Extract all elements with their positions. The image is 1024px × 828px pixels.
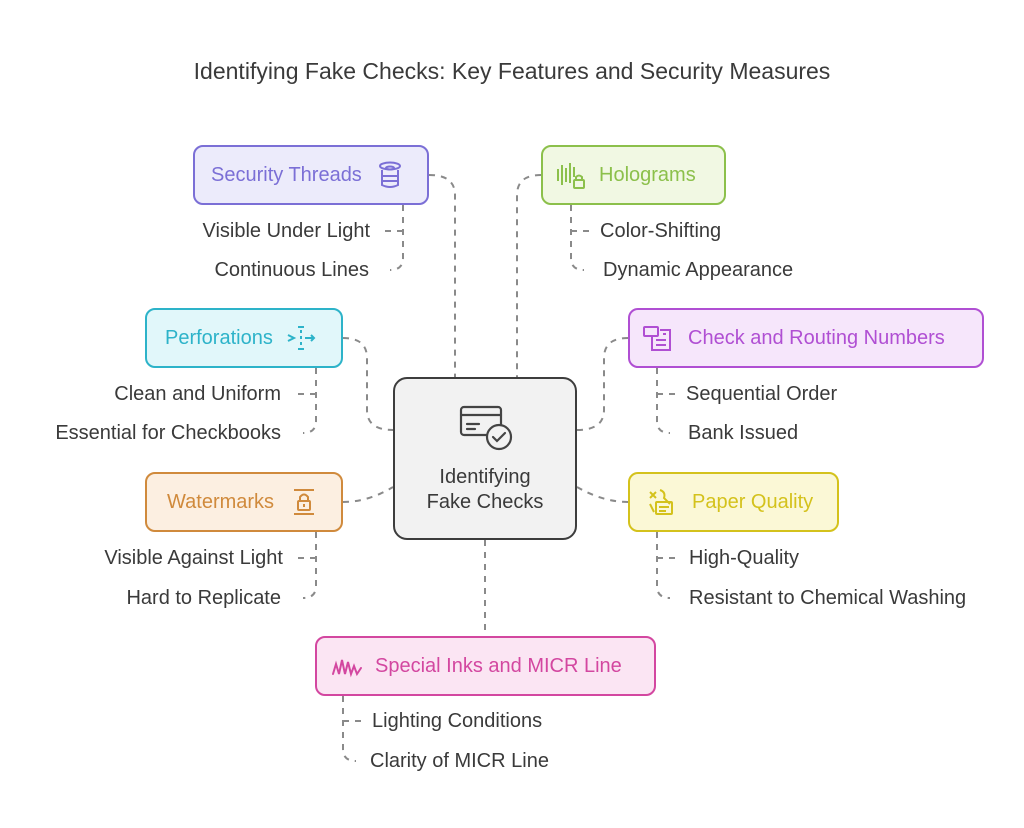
check-routing-item-2: Bank Issued xyxy=(688,422,799,444)
branch-holograms xyxy=(570,205,589,271)
holograms-item-1: Color-Shifting xyxy=(600,220,722,242)
branch-security-threads xyxy=(385,205,404,271)
holograms-item-2: Dynamic Appearance xyxy=(603,259,794,281)
watermarks-item-1: Visible Against Light xyxy=(104,547,283,569)
node-label: Holograms xyxy=(599,163,696,186)
node-check-routing-numbers: Check and Routing Numbers xyxy=(628,308,984,368)
diagram-title: Identifying Fake Checks: Key Features an… xyxy=(193,58,831,84)
special-inks-item-1: Lighting Conditions xyxy=(372,710,543,732)
central-label-line1: Identifying xyxy=(439,466,531,488)
security-threads-item-1: Visible Under Light xyxy=(202,220,370,242)
node-perforations: Perforations xyxy=(145,308,343,368)
node-label: Watermarks xyxy=(167,490,275,513)
connector-watermarks xyxy=(342,486,394,503)
connector-security-threads xyxy=(428,174,456,377)
central-label-line2: Fake Checks xyxy=(426,491,544,513)
node-label: Security Threads xyxy=(211,163,362,186)
node-watermarks: Watermarks xyxy=(145,472,343,532)
document-number-icon xyxy=(643,326,671,351)
connector-check-routing xyxy=(576,337,629,431)
node-label: Check and Routing Numbers xyxy=(688,326,945,349)
node-holograms: Holograms xyxy=(541,145,726,205)
perforations-item-1: Clean and Uniform xyxy=(114,383,281,405)
security-threads-item-2: Continuous Lines xyxy=(214,259,369,281)
paper-quality-item-2: Resistant to Chemical Washing xyxy=(689,587,967,609)
node-label: Perforations xyxy=(165,326,273,349)
branch-special-inks xyxy=(342,696,361,762)
hologram-lock-icon xyxy=(557,163,585,189)
branch-paper-quality xyxy=(656,532,675,599)
perforations-item-2: Essential for Checkbooks xyxy=(55,422,281,444)
watermarks-item-2: Hard to Replicate xyxy=(126,587,281,609)
special-inks-item-2: Clarity of MICR Line xyxy=(370,750,549,772)
central-node: Identifying Fake Checks xyxy=(393,377,577,540)
connector-holograms xyxy=(516,174,542,377)
branch-watermarks xyxy=(298,532,317,599)
check-routing-item-1: Sequential Order xyxy=(686,383,838,405)
paper-quality-item-1: High-Quality xyxy=(689,547,800,569)
node-special-inks: Special Inks and MICR Line xyxy=(315,636,656,696)
connector-perforations xyxy=(342,337,394,431)
node-label: Special Inks and MICR Line xyxy=(375,654,622,677)
node-security-threads: Security Threads xyxy=(193,145,429,205)
perforation-arrow-icon xyxy=(287,326,316,350)
ink-wave-icon xyxy=(332,659,362,678)
central-label: Identifying Fake Checks xyxy=(395,465,575,515)
watermark-lock-icon xyxy=(294,489,315,515)
spool-icon xyxy=(378,161,401,188)
node-paper-quality: Paper Quality xyxy=(628,472,839,532)
node-label: Paper Quality xyxy=(692,490,814,513)
connector-paper-quality xyxy=(576,486,629,503)
branch-check-routing xyxy=(656,368,675,434)
paper-tools-icon xyxy=(649,489,673,515)
check-card-icon xyxy=(459,405,513,451)
branch-perforations xyxy=(298,368,317,434)
